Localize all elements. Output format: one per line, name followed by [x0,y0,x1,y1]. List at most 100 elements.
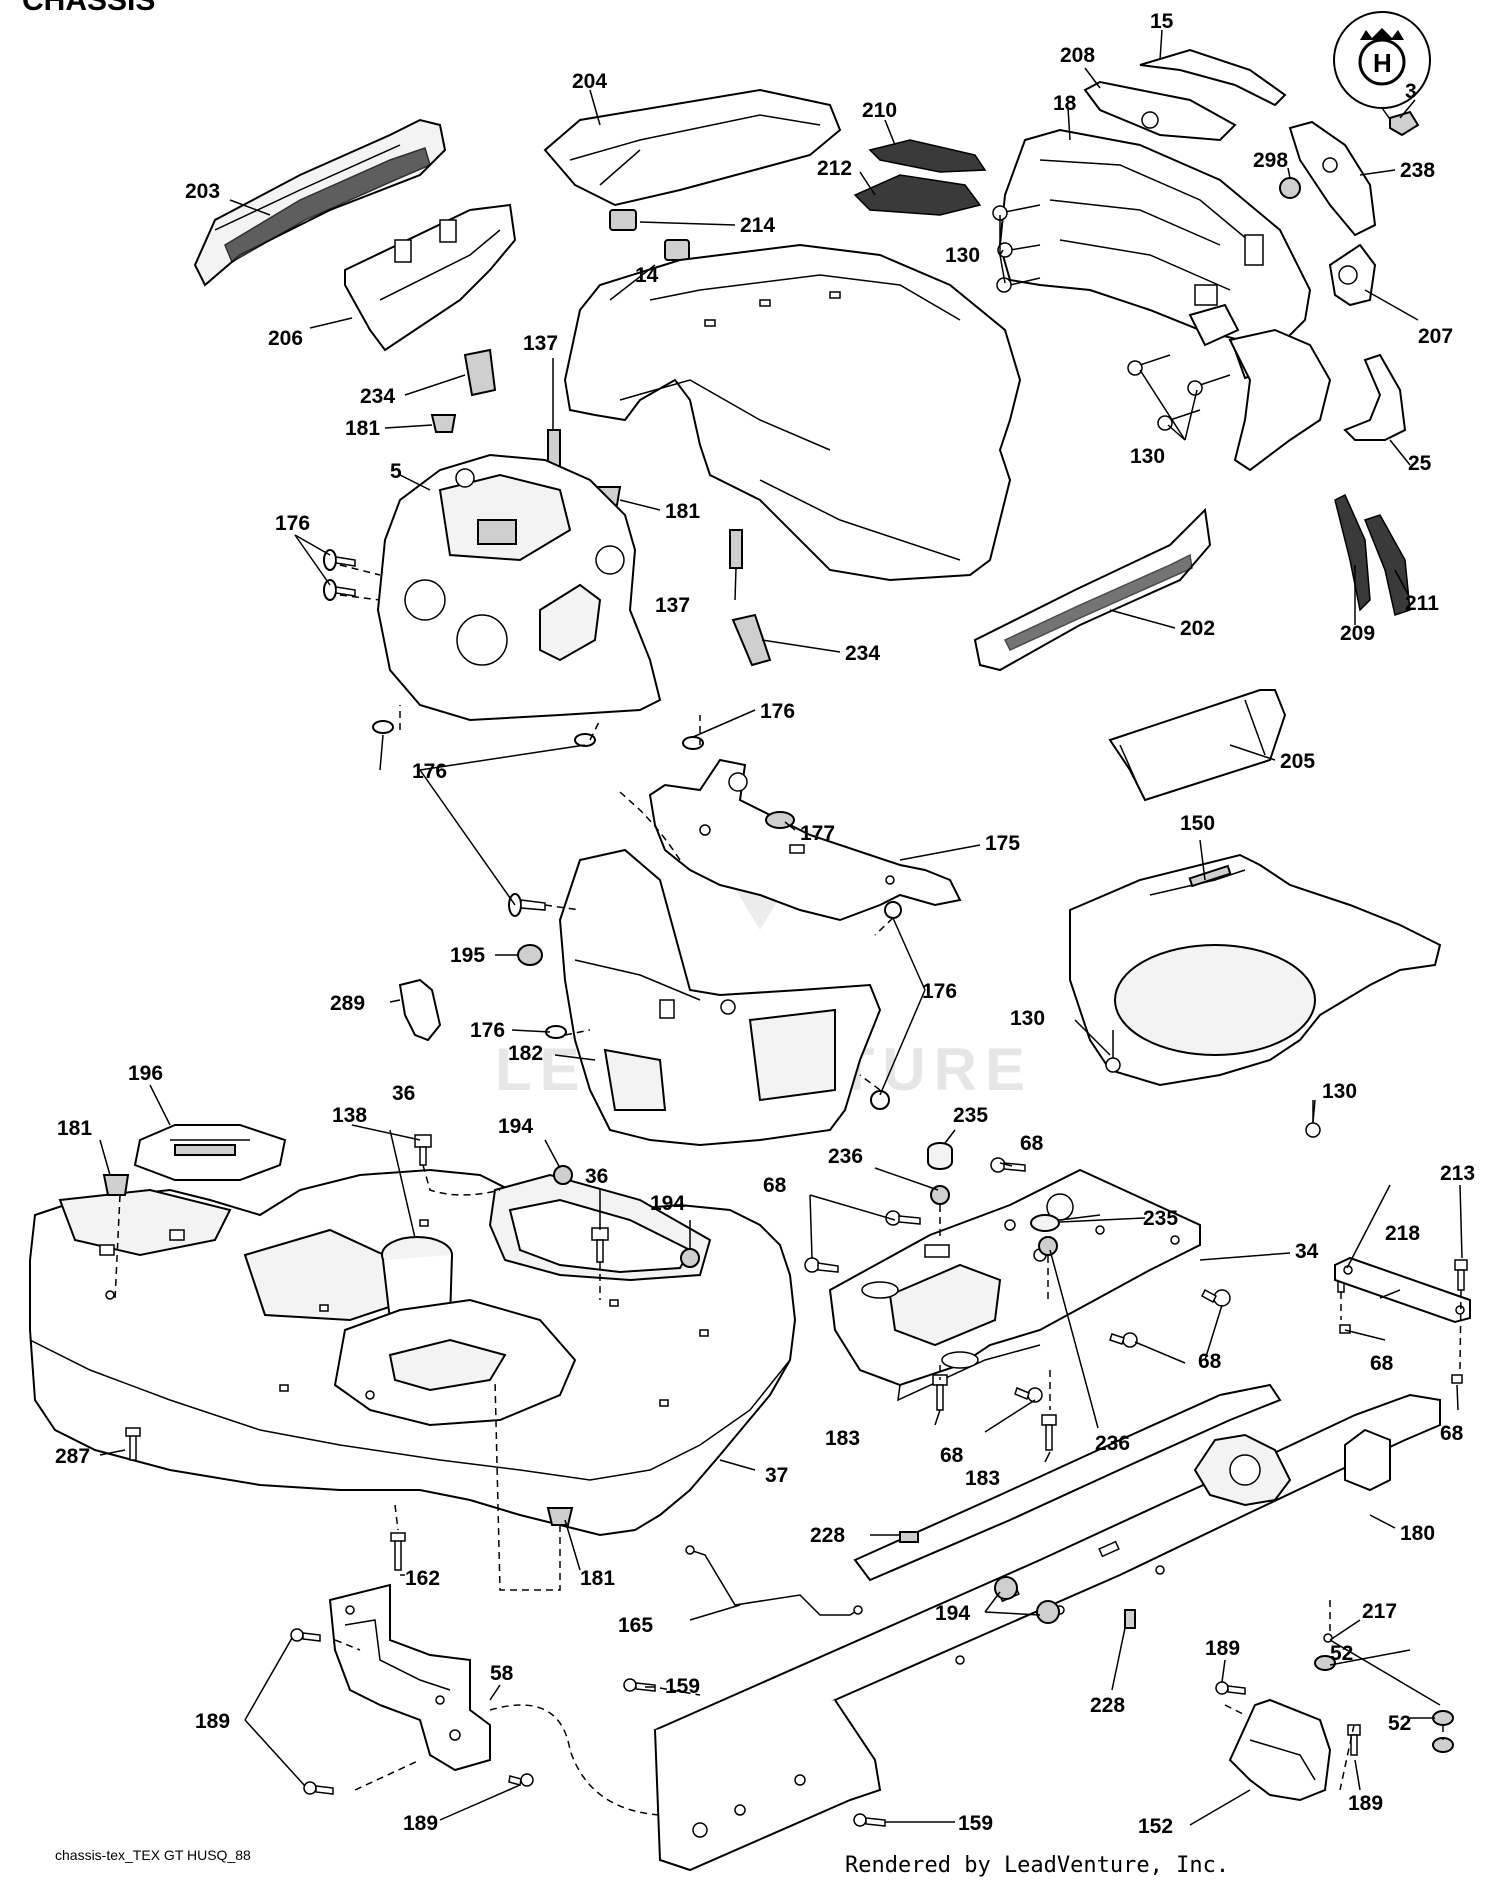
part-218-bracket [1334,1256,1471,1324]
part-195-plug [517,944,543,966]
callout-196: 196 [128,1062,163,1085]
callout-176-left: 176 [275,512,310,535]
part-152-bracket [1228,1698,1332,1802]
part-176-bolts-lower [508,893,902,1110]
part-3-badge [1389,110,1420,137]
callout-181-left: 181 [57,1117,92,1140]
installation-paths [114,564,1462,1816]
part-203-front-grille [193,118,447,287]
callout-181-mid: 181 [665,500,700,523]
callout-leaders [99,29,1463,1826]
callout-labels: 15 208 3 204 210 18 238 298 212 214 130 … [55,10,1475,1838]
callout-205: 205 [1280,750,1315,773]
callout-68-b: 68 [763,1174,787,1197]
callout-177: 177 [800,822,835,845]
callout-176-mid: 176 [412,760,447,783]
part-183-bolts [932,1374,1057,1451]
callout-298: 298 [1253,149,1288,172]
part-287-screw [125,1427,141,1461]
callout-235-b: 235 [1143,1207,1178,1230]
part-204-hood-insert [543,88,842,207]
callout-3: 3 [1405,80,1417,103]
callout-137-mid: 137 [655,594,690,617]
callout-37: 37 [765,1464,788,1487]
callout-68-f: 68 [940,1444,964,1467]
callout-58: 58 [490,1662,514,1685]
part-234-latch-top [463,348,497,397]
callout-137-top: 137 [523,332,558,355]
callout-138: 138 [332,1104,367,1127]
callout-183-b: 183 [965,1467,1000,1490]
callout-159-b: 159 [958,1812,993,1835]
part-210-side-grille [868,139,987,173]
part-298-washer [1279,177,1301,199]
callout-68-d: 68 [1370,1352,1394,1375]
callout-202: 202 [1180,617,1215,640]
callout-15: 15 [1150,10,1174,33]
callout-189-d: 189 [1348,1792,1383,1815]
part-209-side-grille [1334,493,1371,612]
part-289-clip [398,978,442,1042]
footer-drawing-id: chassis-tex_TEX GT HUSQ_88 [55,1847,251,1863]
part-36-bolts [414,1134,609,1263]
callout-36-a: 36 [392,1082,415,1105]
callout-204: 204 [572,70,607,93]
part-189-screws [290,1628,1361,1795]
part-5-dash-console [376,453,662,722]
callout-159-a: 159 [665,1675,700,1698]
part-236-nuts [930,1185,1058,1256]
callout-212: 212 [817,157,852,180]
callout-289: 289 [330,992,365,1015]
callout-228-a: 228 [810,1524,845,1547]
part-68-bolts [804,1157,1468,1403]
callout-208: 208 [1060,44,1095,67]
callout-189-c: 189 [1205,1637,1240,1660]
callout-218: 218 [1385,1222,1420,1245]
callout-207: 207 [1418,325,1453,348]
part-162-screw [390,1532,406,1571]
callout-52-a: 52 [1330,1642,1353,1665]
callout-213: 213 [1440,1162,1475,1185]
callout-176-lower-right: 176 [922,980,957,1003]
callout-68-e: 68 [1440,1422,1464,1445]
callout-150: 150 [1180,812,1215,835]
callout-180: 180 [1400,1522,1435,1545]
part-202-lower-grille [973,507,1212,672]
callout-162: 162 [405,1567,440,1590]
callout-182: 182 [508,1042,543,1065]
callout-217: 217 [1362,1600,1397,1623]
callout-238: 238 [1400,159,1435,182]
part-150-tray [1069,853,1442,1087]
callout-236-a: 236 [828,1145,863,1168]
part-235-spacers [927,1142,1060,1232]
part-58-bracket [328,1583,491,1772]
part-137-pin-lower [729,529,743,569]
callout-130-tray: 130 [1010,1007,1045,1030]
callout-5: 5 [390,460,402,483]
part-176-bolts-left [323,549,704,750]
part-207-light-bezel [1328,243,1377,307]
callout-165: 165 [618,1614,653,1637]
part-234-latch-lower [731,613,772,667]
callout-189-b: 189 [403,1812,438,1835]
part-180-frame [653,1383,1441,1872]
callout-194-c: 194 [935,1602,970,1625]
part-15-top-trim [1139,48,1287,107]
callout-183-a: 183 [825,1427,860,1450]
callout-130-tray-right: 130 [1322,1080,1357,1103]
callout-68-c: 68 [1198,1350,1222,1373]
callout-194-b: 194 [650,1192,685,1215]
part-181-fasteners-lower [102,1174,574,1526]
callout-36-b: 36 [585,1165,608,1188]
part-214-clips [609,209,690,261]
callout-203: 203 [185,180,220,203]
logo-letter: H [1373,48,1392,78]
part-212-side-grille [853,174,982,216]
part-18-right-panel [1228,328,1332,472]
callout-211: 211 [1405,592,1439,615]
part-34-mounting-plate [828,1168,1201,1402]
part-165-rod [685,1545,863,1616]
part-211-side-grille [1364,514,1411,616]
diagram-title: CHASSIS [22,0,155,17]
